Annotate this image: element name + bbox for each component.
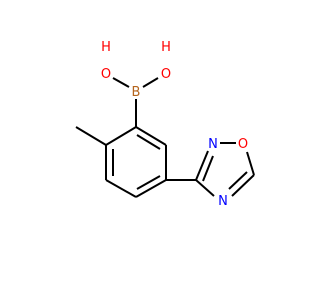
bond-ox-c3-n2 xyxy=(195,150,209,181)
hydroxyl-left-hydrogen-label: H xyxy=(101,40,111,55)
bonds xyxy=(75,77,255,198)
bond-ring-c6-c1 xyxy=(135,126,167,146)
hydroxyl-right-oxygen-label: O xyxy=(161,67,171,82)
bond-ox-c3-n2-double xyxy=(202,155,214,182)
bond-b-o-right xyxy=(142,77,159,88)
bond-ring-c6-c1-inner xyxy=(136,134,161,150)
atom-labels: B O H O H N O N xyxy=(101,40,248,209)
bond-methyl xyxy=(75,126,107,146)
bond-ox-c5-n4 xyxy=(231,174,255,197)
bond-ox-o1-c5 xyxy=(246,151,255,176)
oxadiazole-oxygen-label: O xyxy=(238,137,248,152)
hydroxyl-left-oxygen-label: O xyxy=(101,67,111,82)
molecule-structure: B O H O H N O N xyxy=(75,40,255,209)
oxadiazole-upper-nitrogen-label: N xyxy=(208,137,218,152)
bond-ring-c1-c2 xyxy=(105,126,137,146)
hydroxyl-right-hydrogen-label: H xyxy=(161,40,171,55)
boron-atom-label: B xyxy=(132,85,141,100)
bond-ox-n4-c3 xyxy=(195,179,215,197)
bond-ring-c4-c5-inner xyxy=(136,175,161,190)
oxadiazole-lower-nitrogen-label: N xyxy=(218,194,228,209)
bond-b-o-left xyxy=(112,77,130,88)
bond-ring-c4-c5 xyxy=(135,179,167,198)
bond-ring-c3-c4 xyxy=(105,179,137,198)
bond-ox-c5-n4-double xyxy=(228,171,248,190)
